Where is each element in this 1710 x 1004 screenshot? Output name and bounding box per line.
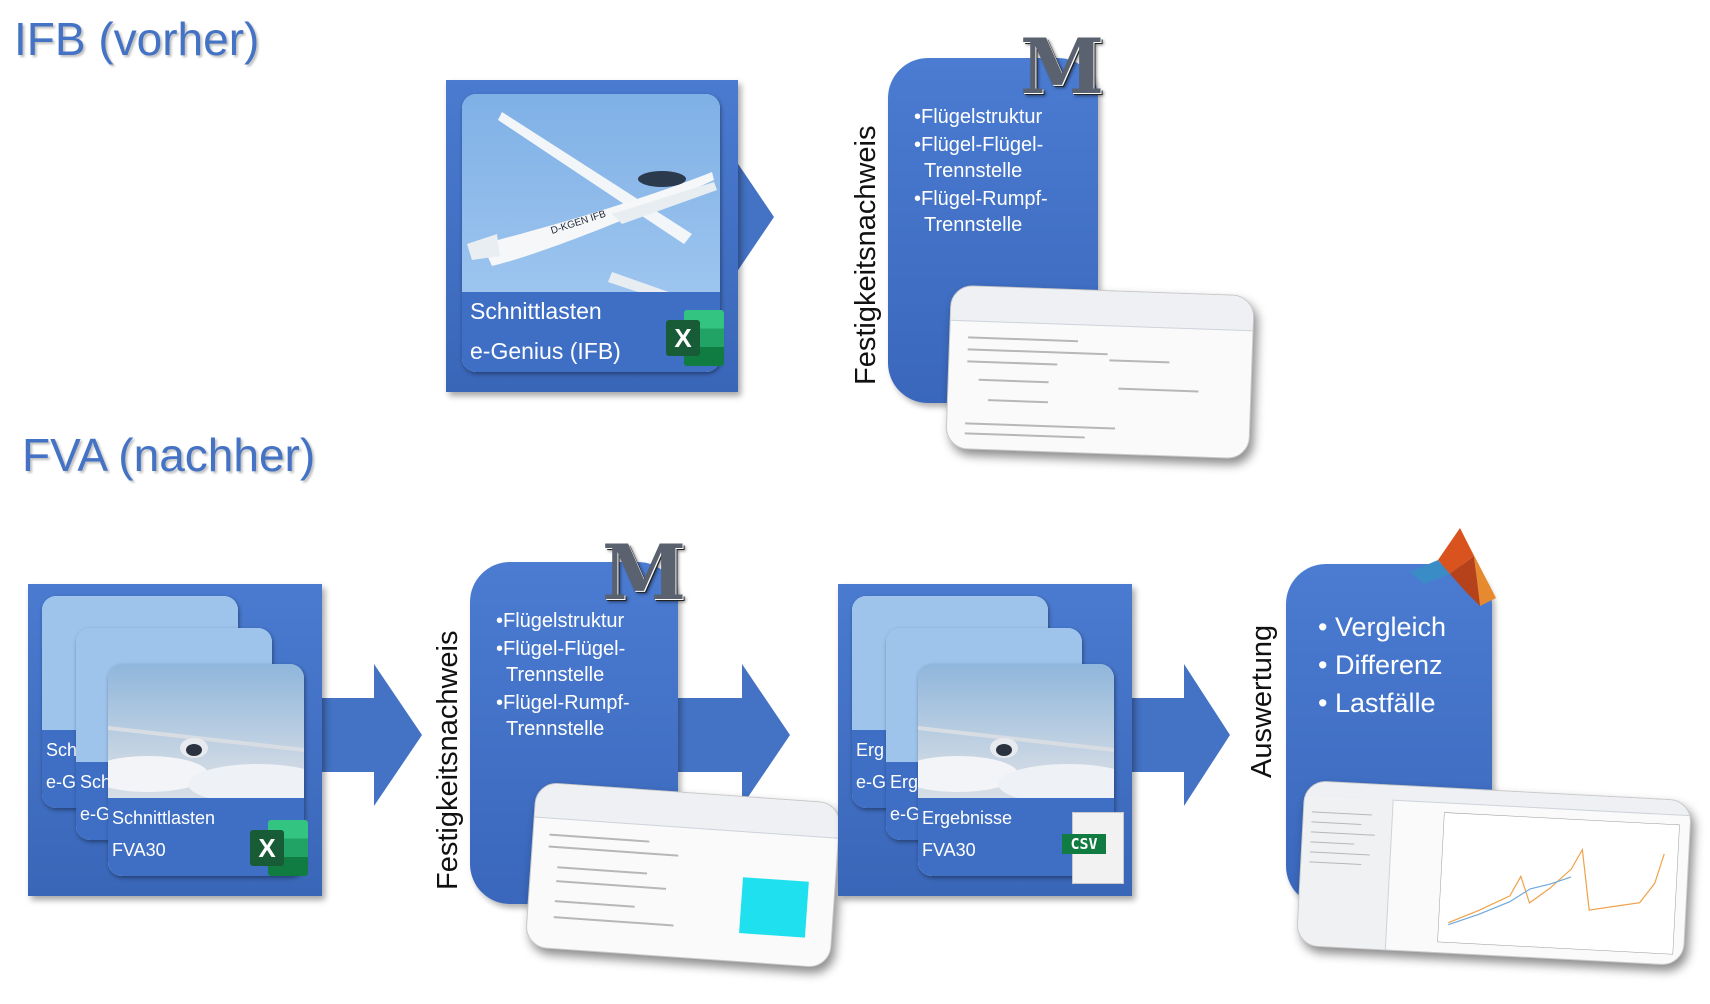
matlab-logo: [1410, 528, 1496, 606]
caption-line-2: FVA30: [112, 840, 166, 860]
caption-line-1: Schnittlasten: [470, 298, 602, 324]
bullet-item: • Vergleich: [1318, 612, 1447, 642]
section-title-after: FVA (nachher): [22, 429, 316, 481]
ifb-input-box: D-KGEN IFB Schnittlasten e-Genius (IFB) …: [446, 80, 738, 392]
mathcad-m-logo: M: [1020, 22, 1105, 111]
bullet-item: •Flügel-Rumpf-Trennstelle: [914, 188, 1048, 236]
caption-line-2: e-Genius (IFB): [470, 338, 621, 364]
caption-line-1: Ergebnisse: [922, 808, 1013, 828]
bullet-item: •Flügel-Flügel-Trennstelle: [914, 134, 1044, 182]
bullet-item: • Lastfälle: [1318, 688, 1436, 718]
caption-line-1: Erg: [856, 740, 885, 760]
bullet-item: •Flügelstruktur: [914, 106, 1043, 128]
excel-icon: X: [666, 310, 724, 366]
mathcad-m-logo: M: [602, 528, 687, 617]
excel-icon: X: [250, 820, 308, 876]
caption-line-1: Schnittlasten: [112, 808, 216, 828]
csv-file-icon: CSV: [1062, 812, 1124, 884]
ifb-proof-bullets: •Flügelstruktur •Flügel-Flügel-Trennstel…: [914, 104, 1094, 240]
caption-line-2: e-G: [890, 804, 921, 824]
caption-line-1: Sch: [80, 772, 112, 792]
fva-input-box: Sch e-G Sch e-G Schnittlasten FVA30: [28, 584, 322, 896]
ifb-proof-label: Festigkeitsnachweis: [850, 125, 882, 386]
mathcad-worksheet-screenshot: [945, 284, 1255, 460]
evaluation-label: Auswertung: [1246, 624, 1278, 778]
flow-arrow: [676, 664, 790, 806]
caption-line-1: Sch: [46, 740, 78, 760]
caption-line-2: FVA30: [922, 840, 976, 860]
fva-proof-bullets: •Flügelstruktur •Flügel-Flügel-Trennstel…: [496, 608, 676, 744]
fva-proof-label: Festigkeitsnachweis: [432, 630, 464, 891]
bullet-item: •Flügel-Rumpf-Trennstelle: [496, 692, 630, 740]
caption-line-2: e-G: [856, 772, 887, 792]
caption-line-2: e-G: [46, 772, 77, 792]
flow-arrow: [318, 664, 422, 806]
flow-arrow: [1124, 664, 1230, 806]
caption-line-2: e-G: [80, 804, 111, 824]
fva-result-box: Erg e-G Erg e-G Ergebnisse FVA30: [838, 584, 1132, 896]
bullet-item: • Differenz: [1318, 650, 1443, 680]
caption-line-1: Erg: [890, 772, 919, 792]
bullet-item: •Flügelstruktur: [496, 610, 625, 632]
evaluation-bullets: • Vergleich • Differenz • Lastfälle: [1318, 608, 1488, 722]
matlab-plot-screenshot: [1295, 779, 1693, 967]
section-title-before: IFB (vorher): [14, 13, 260, 65]
bullet-item: •Flügel-Flügel-Trennstelle: [496, 638, 626, 686]
mathcad-worksheet-screenshot: [524, 781, 842, 969]
csv-file-tag: CSV: [1062, 834, 1106, 854]
